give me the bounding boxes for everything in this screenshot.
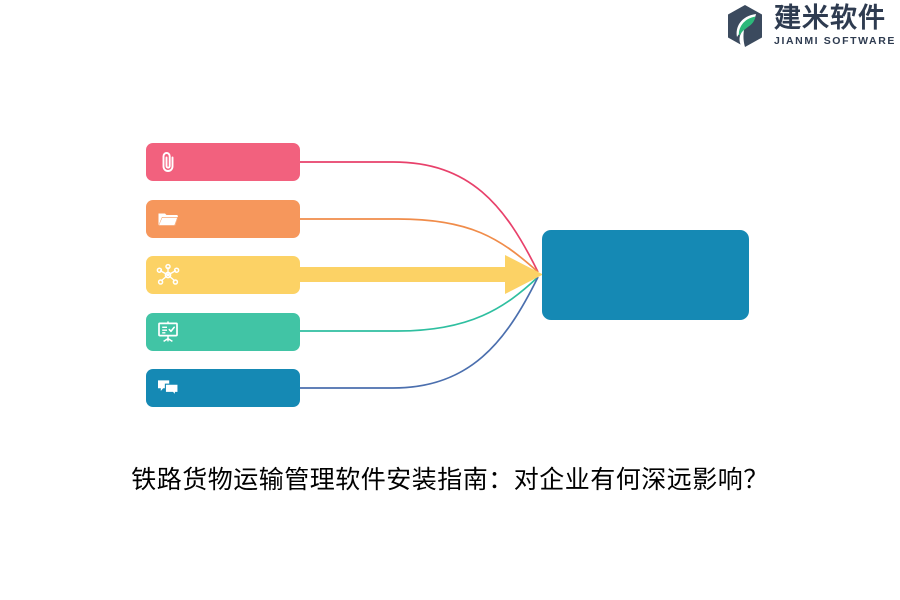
- flow-target-node[interactable]: [542, 230, 749, 320]
- emphasis-arrow: [300, 255, 543, 294]
- brand-text-block: 建米软件 JIANMI SOFTWARE: [774, 5, 896, 47]
- connector-folder: [300, 218, 539, 273]
- brand-name-cn: 建米软件: [774, 3, 886, 35]
- brand-logo: 建米软件 JIANMI SOFTWARE: [722, 0, 900, 52]
- flow-node-network[interactable]: [146, 256, 300, 294]
- brand-name-en: JIANMI SOFTWARE: [774, 35, 897, 48]
- paperclip-icon: [156, 150, 180, 174]
- flow-diagram: [146, 143, 749, 407]
- page-caption: 铁路货物运输管理软件安装指南：对企业有何深远影响？: [131, 465, 769, 494]
- flow-node-presentation[interactable]: [146, 313, 300, 351]
- flow-node-attachment[interactable]: [146, 143, 300, 181]
- folder-open-icon: [156, 207, 180, 231]
- connector-attachment: [300, 161, 539, 273]
- connector-presentation: [300, 276, 539, 332]
- flow-node-chat[interactable]: [146, 369, 300, 407]
- diagram-connectors: [300, 161, 543, 389]
- presentation-board-icon: [156, 320, 180, 344]
- flow-node-folder[interactable]: [146, 200, 300, 238]
- chat-bubbles-icon: [156, 376, 180, 400]
- network-hub-icon: [156, 263, 180, 287]
- connector-chat: [300, 276, 539, 389]
- jianmi-hexagon-leaf-logo-icon: [722, 3, 768, 49]
